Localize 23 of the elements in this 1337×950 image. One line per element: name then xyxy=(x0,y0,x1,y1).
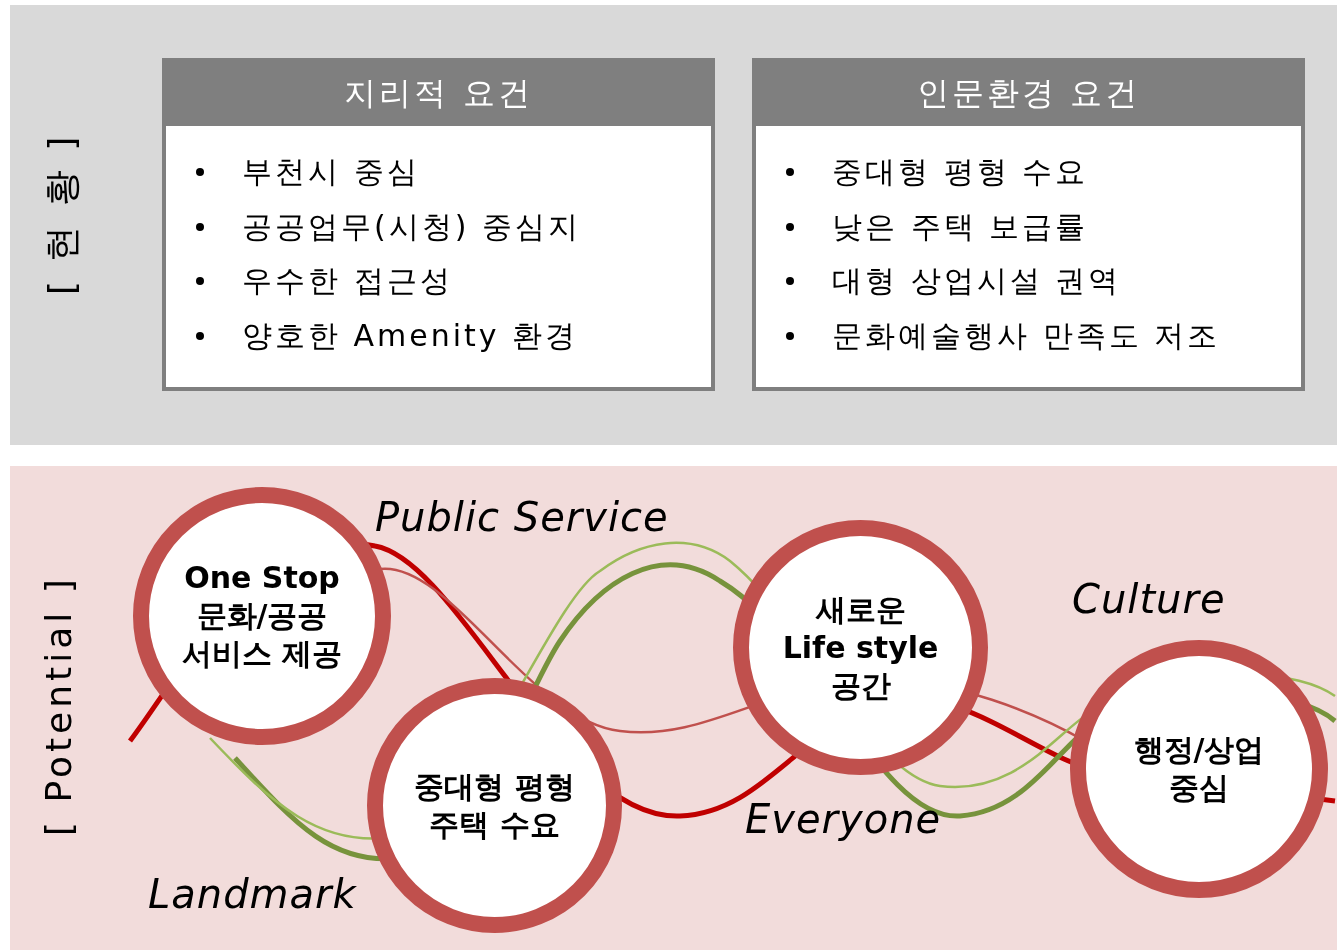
bullet-item: 낮은 주택 보급률 xyxy=(832,208,1089,244)
circle-node: 중대형 평형 주택 수요 xyxy=(367,678,622,933)
bullet-item: 부천시 중심 xyxy=(242,154,420,189)
section-panel xyxy=(10,466,1337,950)
section-panel xyxy=(10,5,1337,445)
circle-node: 행정/상업 중심 xyxy=(1070,640,1328,898)
section-heading: [ 현 황 ] xyxy=(40,132,83,295)
card-header: 지리적 요건 xyxy=(166,62,711,126)
section-heading: [ Potential ] xyxy=(38,575,79,836)
curve-label: Landmark xyxy=(148,871,357,917)
curve-label: Public Service xyxy=(375,494,669,540)
circle-node: 새로운 Life style 공간 xyxy=(733,520,988,775)
bullet-item: 중대형 평형 수요 xyxy=(832,154,1089,189)
curve-label: Everyone xyxy=(745,796,942,842)
bullet-item: 양호한 Amenity 환경 xyxy=(242,317,579,353)
bullet-item: 공공업무(시청) 중심지 xyxy=(242,208,581,244)
info-card xyxy=(752,58,1305,391)
bullet-item: 문화예술행사 만족도 저조 xyxy=(832,317,1221,353)
card-header: 인문환경 요건 xyxy=(756,62,1301,126)
info-card xyxy=(162,58,715,391)
bullet-item: 우수한 접근성 xyxy=(242,263,453,298)
curve-label: Culture xyxy=(1072,576,1226,622)
bullet-item: 대형 상업시설 권역 xyxy=(832,263,1122,298)
